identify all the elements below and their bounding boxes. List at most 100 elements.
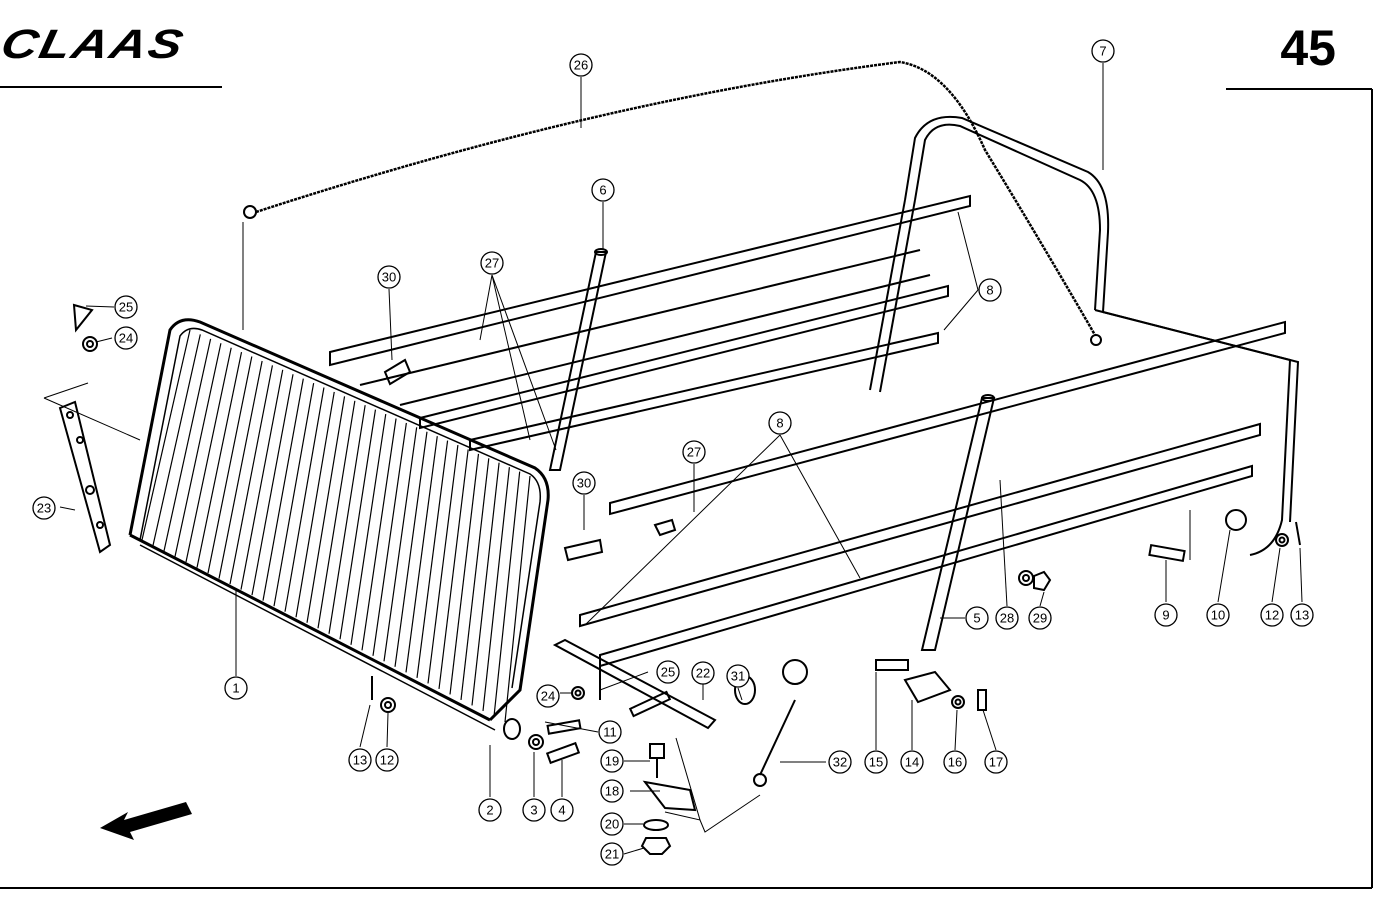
- callout-circle: [1154, 603, 1178, 627]
- callout-circle: [978, 278, 1002, 302]
- callout-3: 3: [522, 798, 546, 822]
- callout-label: 6: [599, 183, 606, 198]
- callout-circle: [1028, 606, 1052, 630]
- callout-2: 2: [478, 798, 502, 822]
- callout-circle: [943, 750, 967, 774]
- callout-label: 7: [1099, 44, 1106, 59]
- tailgate-flute: [438, 449, 469, 689]
- callout-31: 31: [726, 664, 750, 688]
- callout-12: 12: [375, 748, 399, 772]
- tailgate-flute: [240, 369, 284, 590]
- callout-label: 13: [1295, 608, 1309, 623]
- callout-27: 27: [682, 440, 706, 464]
- callout-label: 28: [1000, 611, 1014, 626]
- callout-label: 21: [605, 847, 619, 862]
- callout-circle: [569, 53, 593, 77]
- callout-13: 13: [348, 748, 372, 772]
- hardware-items: [72, 303, 1301, 855]
- callout-16: 16: [943, 750, 967, 774]
- callout-label: 12: [380, 753, 394, 768]
- tailgate-flute: [185, 347, 232, 563]
- callout-23: 23: [32, 496, 56, 520]
- callout-21: 21: [600, 842, 624, 866]
- callout-13: 13: [1290, 603, 1314, 627]
- callout-label: 3: [530, 803, 537, 818]
- callout-15: 15: [864, 750, 888, 774]
- callout-label: 24: [119, 331, 133, 346]
- callout-circle: [864, 750, 888, 774]
- callout-20: 20: [600, 812, 624, 836]
- callout-circle: [114, 295, 138, 319]
- callout-circle: [965, 606, 989, 630]
- callout-label: 29: [1033, 611, 1047, 626]
- callout-12: 12: [1260, 603, 1284, 627]
- tailgate-flute: [174, 343, 222, 557]
- tailgate-flute: [207, 356, 253, 574]
- callout-label: 27: [485, 256, 499, 271]
- callout-label: 14: [905, 755, 919, 770]
- callout-label: 12: [1265, 608, 1279, 623]
- callout-label: 32: [833, 755, 847, 770]
- callout-label: 8: [986, 283, 993, 298]
- upright-post-part: [548, 248, 608, 471]
- callout-circle: [984, 750, 1008, 774]
- callout-label: 25: [661, 665, 675, 680]
- tailgate-flute: [229, 365, 274, 585]
- callout-6: 6: [591, 178, 615, 202]
- callout-label: 15: [869, 755, 883, 770]
- callout-30: 30: [377, 265, 401, 289]
- callout-8: 8: [978, 278, 1002, 302]
- callout-label: 2: [486, 803, 493, 818]
- callout-label: 1: [232, 681, 239, 696]
- callout-18: 18: [600, 779, 624, 803]
- callout-29: 29: [1028, 606, 1052, 630]
- callout-circle: [691, 661, 715, 685]
- tailgate-flute: [317, 400, 356, 629]
- tailgate-flute: [262, 378, 304, 601]
- lock-bar-part: [552, 638, 717, 730]
- tailgate-flute: [493, 471, 521, 717]
- tailgate-flute: [504, 475, 531, 723]
- tailgate-flute: [383, 427, 418, 662]
- callout-circle: [600, 779, 624, 803]
- callout-26: 26: [569, 53, 593, 77]
- tailgate-flute: [306, 396, 346, 623]
- callout-25: 25: [656, 660, 680, 684]
- callout-label: 31: [731, 669, 745, 684]
- callout-label: 26: [574, 58, 588, 73]
- callout-circle: [536, 684, 560, 708]
- callout-label: 19: [605, 754, 619, 769]
- callout-circle: [550, 798, 574, 822]
- callout-label: 20: [605, 817, 619, 832]
- callout-circle: [656, 660, 680, 684]
- callout-circle: [1290, 603, 1314, 627]
- callout-circle: [591, 178, 615, 202]
- callout-30: 30: [572, 471, 596, 495]
- callout-label: 27: [687, 445, 701, 460]
- tailgate-flute: [196, 351, 243, 568]
- tailgate-flute: [449, 453, 480, 695]
- callout-circle: [600, 812, 624, 836]
- callout-32: 32: [828, 750, 852, 774]
- tailgate-flute: [284, 387, 325, 612]
- tailgate-flute: [273, 382, 315, 607]
- callout-1: 1: [224, 676, 248, 700]
- callout-24: 24: [114, 326, 138, 350]
- callout-22: 22: [691, 661, 715, 685]
- callout-circle: [572, 471, 596, 495]
- hinge-bracket-part: [58, 400, 112, 554]
- callout-label: 8: [776, 416, 783, 431]
- callout-label: 13: [353, 753, 367, 768]
- callout-27: 27: [480, 251, 504, 275]
- support-arm-part: [920, 394, 996, 651]
- callout-circle: [377, 265, 401, 289]
- callout-circle: [598, 720, 622, 744]
- callout-14: 14: [900, 750, 924, 774]
- tailgate-flute: [251, 374, 294, 596]
- tailgate-flute: [416, 440, 449, 678]
- callout-circle: [828, 750, 852, 774]
- callout-circle: [375, 748, 399, 772]
